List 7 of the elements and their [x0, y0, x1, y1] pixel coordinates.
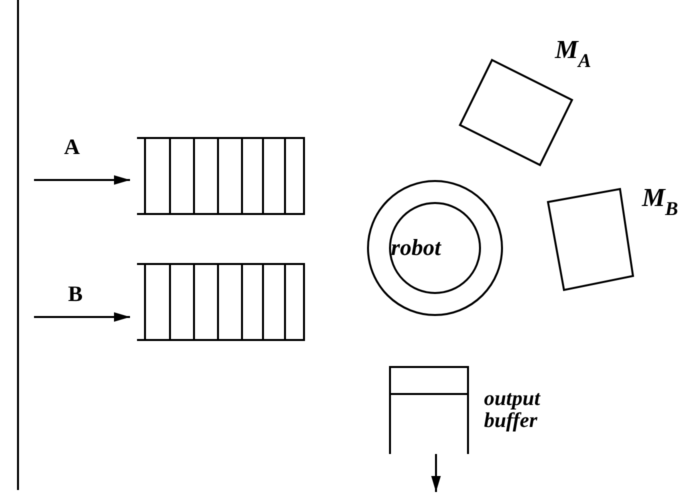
machine-label: M$_{B}$ [642, 184, 678, 220]
arrow [431, 454, 441, 492]
arrow [34, 312, 130, 322]
machine-label: M$_{A}$ [555, 36, 592, 72]
buffer-caption: output buffer [484, 387, 542, 432]
arrow [34, 175, 130, 185]
robot-label: robot [391, 236, 441, 259]
